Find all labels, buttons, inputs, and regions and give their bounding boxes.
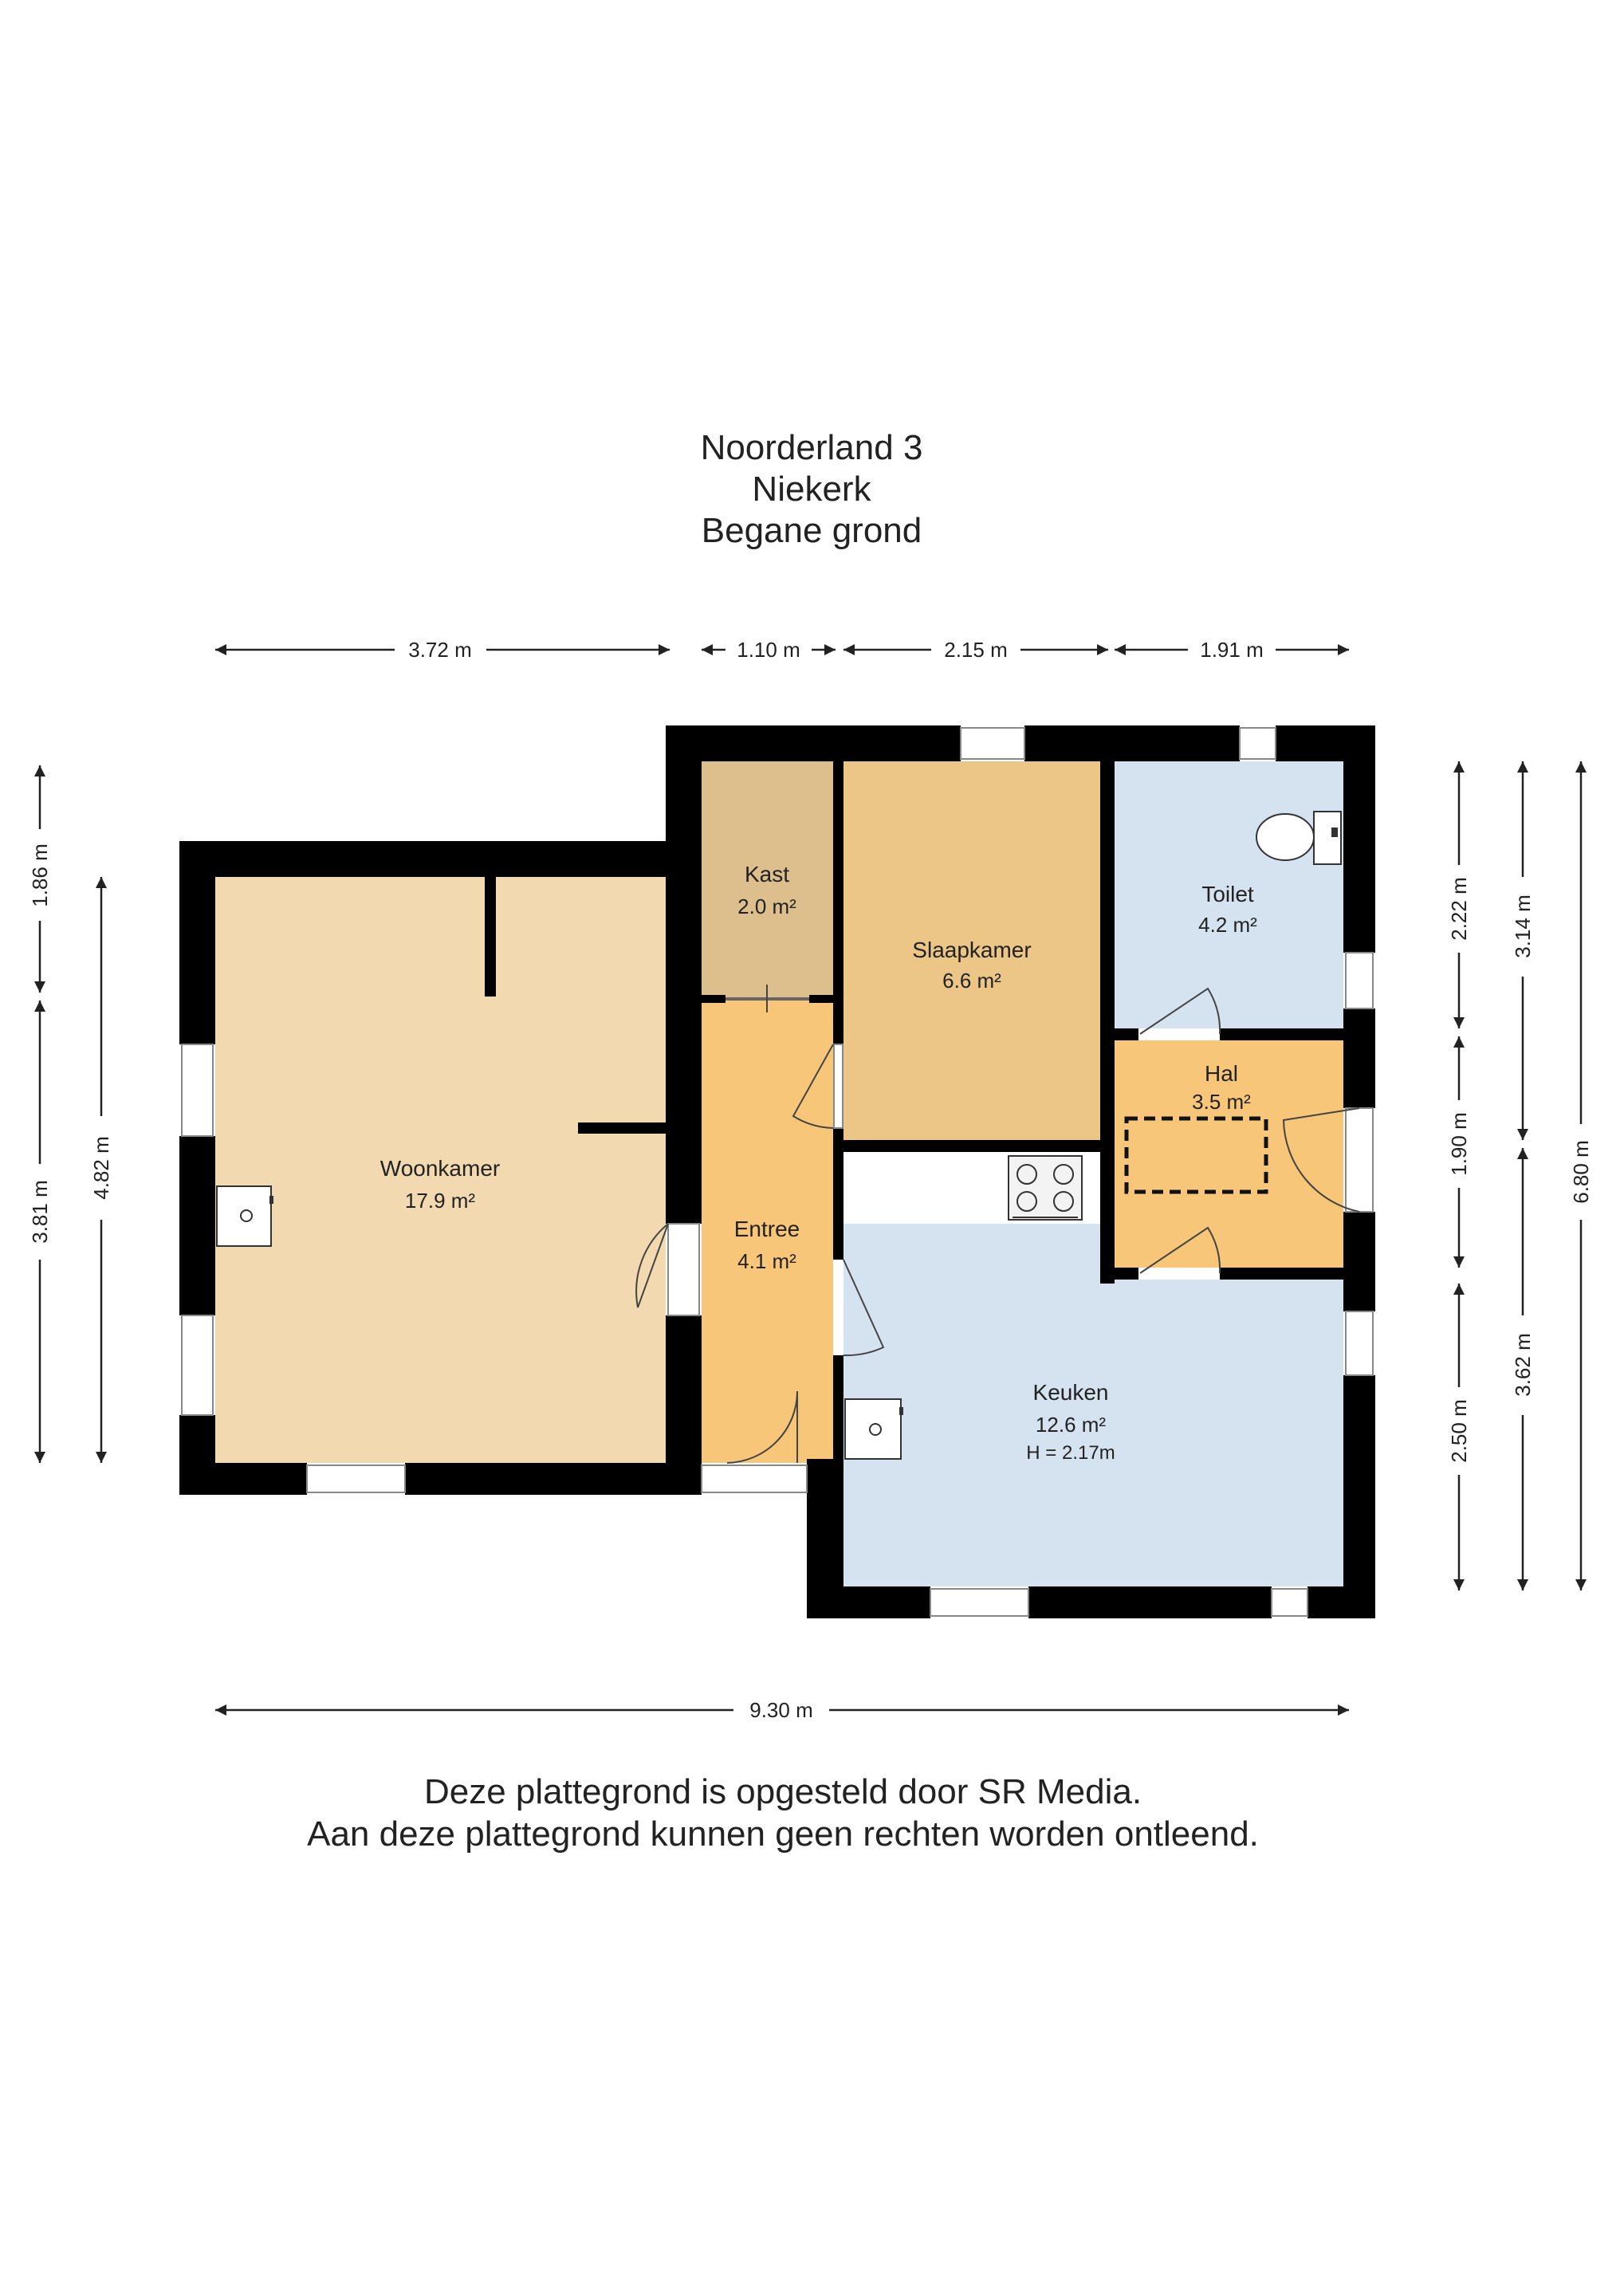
keuken-floor: [843, 1224, 1343, 1586]
area-keuken: 12.6 m²: [1036, 1413, 1106, 1437]
dim-right-3: 2.50 m: [1447, 1399, 1471, 1463]
doors: [635, 985, 1374, 1464]
heater-icon: [844, 1398, 903, 1460]
woonkamer-floor: [215, 877, 666, 1463]
door-front: [726, 1390, 798, 1464]
window-keuken-bottom-2: [1271, 1588, 1308, 1617]
dim-right-4: 3.14 m: [1511, 894, 1535, 958]
title-floor: Begane grond: [702, 511, 922, 550]
area-kast: 2.0 m²: [737, 894, 796, 918]
window-toilet: [1239, 727, 1276, 760]
room-floors: [215, 761, 1343, 1586]
door-hal-exterior: [1282, 1107, 1360, 1213]
dim-bottom: 9.30 m: [749, 1698, 813, 1722]
area-toilet: 4.2 m²: [1198, 913, 1257, 937]
window-toilet-side: [1345, 952, 1374, 1009]
dim-top-2: 1.10 m: [737, 638, 800, 662]
toilet-icon: [1256, 811, 1342, 865]
stairs-icon: [1124, 1116, 1268, 1194]
door-woonkamer: [635, 1223, 669, 1308]
label-keuken: Keuken: [1033, 1380, 1109, 1405]
door-keuken: [843, 1259, 885, 1357]
title-city: Niekerk: [752, 470, 871, 509]
title-block: Noorderland 3 Niekerk Begane grond: [701, 428, 923, 550]
entree-floor: [702, 1001, 833, 1463]
dim-left-2: 3.81 m: [28, 1180, 52, 1244]
label-slaapkamer: Slaapkamer: [912, 938, 1031, 962]
room-labels: Woonkamer 17.9 m² Kast 2.0 m² Slaapkamer…: [380, 862, 1257, 1464]
label-kast: Kast: [745, 862, 789, 887]
dim-left-1: 1.86 m: [28, 843, 52, 907]
dim-top-4: 1.91 m: [1200, 638, 1264, 662]
stove-icon: [1008, 1155, 1083, 1221]
window-slaapkamer: [960, 727, 1025, 760]
window-woonkamer-left-1: [181, 1044, 214, 1137]
toilet-floor: [1115, 761, 1343, 1028]
disclaimer-line-2: Aan deze plattegrond kunnen geen rechten…: [307, 1814, 1259, 1854]
windows: [181, 727, 1374, 1617]
window-woonkamer-left-2: [181, 1315, 214, 1416]
dimensions-top: 3.72 m 1.10 m 2.15 m 1.91 m: [215, 638, 1349, 662]
label-entree: Entree: [734, 1217, 800, 1241]
kast-floor: [702, 761, 833, 1001]
dimensions-left-outer: 1.86 m 3.81 m: [28, 765, 52, 1463]
dimensions-bottom: 9.30 m: [215, 1698, 1349, 1722]
dim-right-5: 3.62 m: [1511, 1333, 1535, 1397]
area-hal: 3.5 m²: [1192, 1090, 1251, 1114]
dim-top-3: 2.15 m: [944, 638, 1008, 662]
dimensions-right-inner: 2.22 m 1.90 m 2.50 m: [1447, 761, 1471, 1590]
heater-icon: [216, 1185, 273, 1247]
window-keuken-side: [1345, 1311, 1374, 1376]
title-address: Noorderland 3: [701, 428, 923, 467]
label-toilet: Toilet: [1201, 882, 1254, 906]
dim-right-2: 1.90 m: [1447, 1112, 1471, 1176]
hal-floor: [1115, 1040, 1343, 1268]
window-woonkamer-bottom: [306, 1464, 406, 1493]
door-toilet: [1139, 987, 1221, 1035]
area-slaapkamer: 6.6 m²: [942, 969, 1001, 993]
dim-right-6: 6.80 m: [1569, 1140, 1593, 1204]
label-woonkamer: Woonkamer: [380, 1156, 500, 1181]
dim-left-3: 4.82 m: [89, 1136, 113, 1200]
dimensions-left-inner: 4.82 m: [89, 877, 113, 1463]
height-keuken: H = 2.17m: [1026, 1442, 1115, 1464]
area-entree: 4.1 m²: [737, 1249, 796, 1273]
door-hal-keuken: [1139, 1226, 1221, 1274]
dimensions-right-outer: 6.80 m: [1569, 761, 1593, 1590]
disclaimer: Deze plattegrond is opgesteld door SR Me…: [307, 1772, 1259, 1854]
dim-right-1: 2.22 m: [1447, 877, 1471, 941]
area-woonkamer: 17.9 m²: [405, 1189, 475, 1213]
dimensions-right-mid: 3.14 m 3.62 m: [1511, 761, 1535, 1590]
door-slaapkamer: [792, 1044, 834, 1129]
window-keuken-bottom-1: [930, 1588, 1029, 1617]
walls: [179, 725, 1375, 1618]
window-entree-bottom: [701, 1464, 808, 1493]
fixtures: [216, 811, 1342, 1460]
disclaimer-line-1: Deze plattegrond is opgesteld door SR Me…: [424, 1772, 1142, 1811]
slaapkamer-floor: [843, 761, 1100, 1140]
label-hal: Hal: [1205, 1061, 1238, 1086]
dim-top-1: 3.72 m: [408, 638, 472, 662]
